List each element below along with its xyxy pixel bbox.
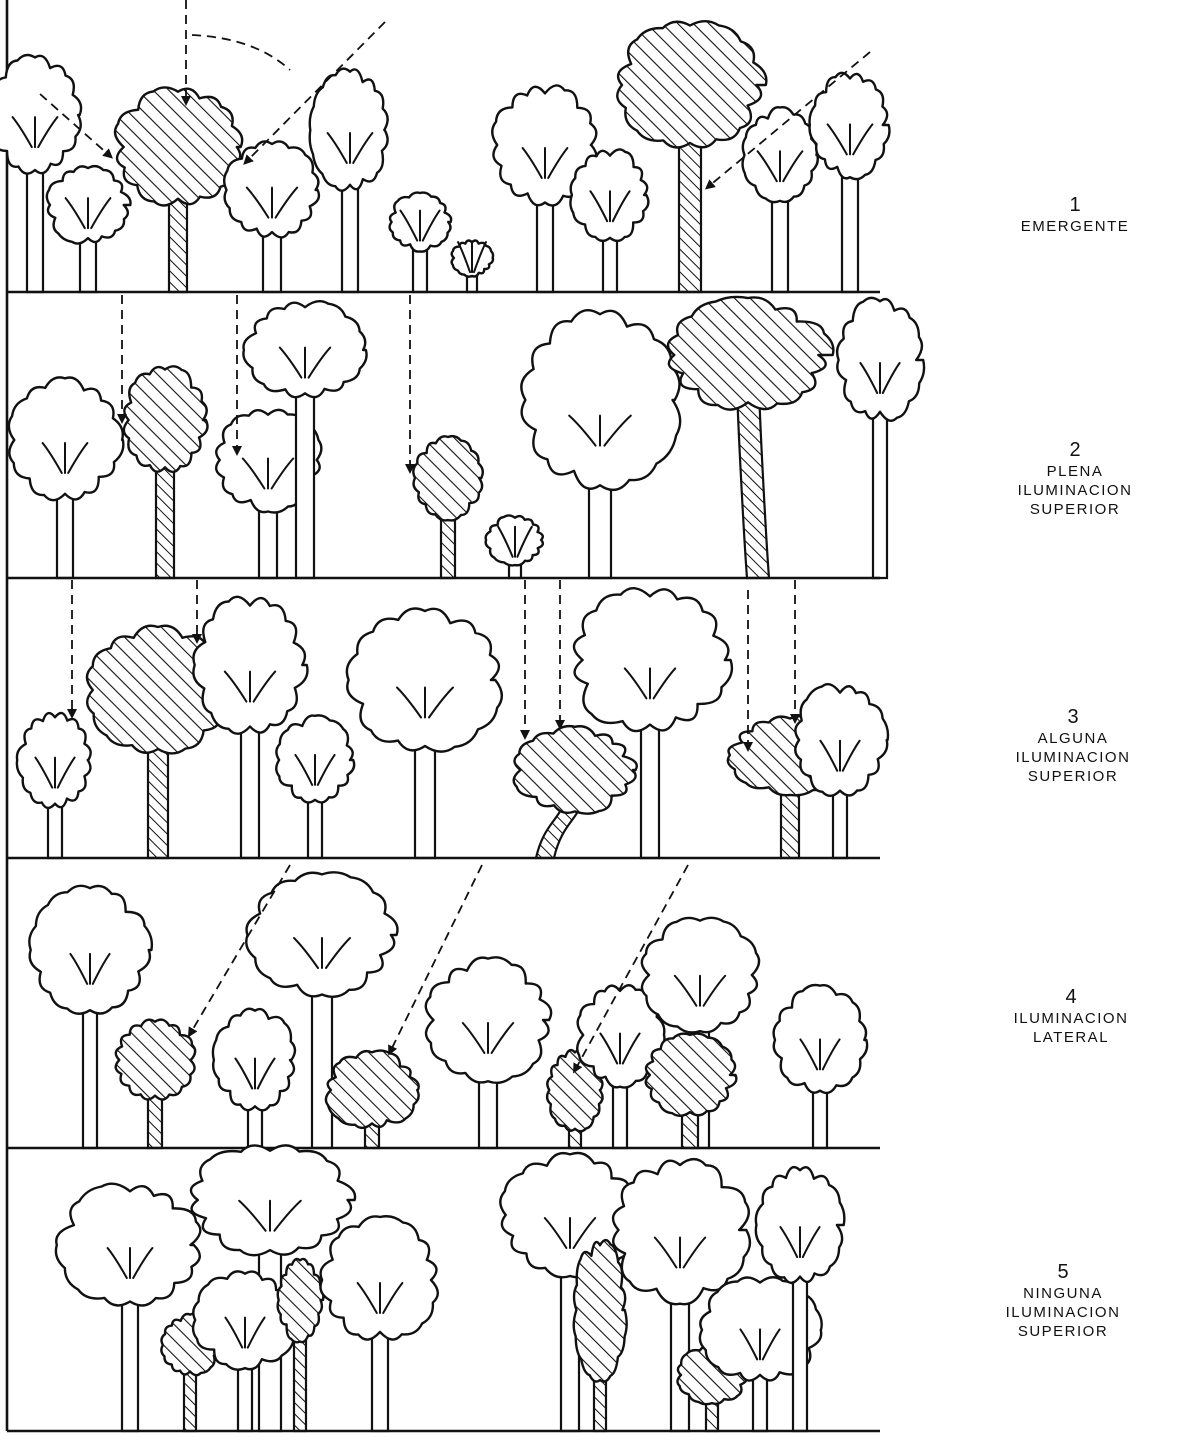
layer-3-line-1: ALGUNA — [998, 729, 1148, 748]
tree-crown — [0, 55, 81, 174]
layer-3-line-2: ILUMINACION — [998, 748, 1148, 767]
tree — [810, 73, 890, 292]
tree-crown — [521, 310, 680, 490]
layer-2-line-3: SUPERIOR — [1000, 500, 1150, 519]
tree — [347, 608, 502, 858]
tree-crown — [246, 872, 397, 997]
tree — [574, 588, 732, 858]
tree-crown — [56, 1184, 200, 1306]
tree-crown — [193, 597, 307, 734]
tree-crown — [426, 957, 551, 1083]
tree — [486, 515, 543, 578]
tree-crown — [9, 377, 124, 500]
tree — [837, 298, 924, 578]
tree — [774, 985, 868, 1148]
layer-2-number: 2 — [1000, 438, 1150, 462]
layer-1-line-1: EMERGENTE — [1000, 217, 1150, 236]
layer-3-line-3: SUPERIOR — [998, 767, 1148, 786]
tree-crown — [574, 588, 732, 731]
tree — [224, 141, 319, 292]
tree — [390, 193, 452, 292]
highlighted-tree-crown — [413, 436, 482, 520]
highlighted-tree-crown — [514, 726, 637, 814]
tree — [668, 297, 833, 578]
tree-crown — [29, 886, 152, 1014]
highlighted-tree-crown — [124, 366, 208, 472]
tree — [276, 715, 354, 858]
highlighted-tree-crown — [326, 1051, 419, 1128]
tree-crown — [347, 608, 502, 751]
layer-2-line-2: ILUMINACION — [1000, 481, 1150, 500]
tree — [743, 107, 818, 292]
stratum-panel-2 — [7, 295, 924, 578]
stratum-panel-5 — [7, 1145, 880, 1431]
tree — [310, 69, 388, 292]
stratum-panel-1 — [0, 0, 889, 292]
tree — [326, 1051, 419, 1148]
tree — [570, 149, 648, 292]
layer-3-number: 3 — [998, 705, 1148, 729]
layer-label-2: 2 PLENA ILUMINACION SUPERIOR — [1000, 438, 1150, 519]
layer-label-5: 5 NINGUNA ILUMINACION SUPERIOR — [988, 1260, 1138, 1341]
tree — [213, 1009, 295, 1148]
layer-5-line-3: SUPERIOR — [988, 1322, 1138, 1341]
tree — [574, 1240, 627, 1431]
stratum-panel-4 — [7, 865, 880, 1148]
layer-2-line-1: PLENA — [1000, 462, 1150, 481]
layer-5-line-1: NINGUNA — [988, 1284, 1138, 1303]
layer-4-line-1: ILUMINACION — [996, 1009, 1146, 1028]
tree-crown — [756, 1167, 845, 1283]
tree-trunk — [296, 372, 314, 578]
tree-crown — [213, 1009, 295, 1111]
tree — [320, 1216, 437, 1431]
layer-4-number: 4 — [996, 985, 1146, 1009]
tree — [116, 1020, 195, 1148]
tree — [514, 726, 637, 858]
tree — [452, 240, 493, 292]
highlighted-tree-crown — [116, 1020, 195, 1100]
tree-crown — [837, 298, 924, 421]
tree-crown — [17, 713, 91, 808]
layer-5-line-2: ILUMINACION — [988, 1303, 1138, 1322]
tree — [29, 886, 152, 1148]
tree — [795, 684, 888, 858]
layer-1-number: 1 — [1000, 193, 1150, 217]
sun-angle-arc — [192, 35, 290, 70]
highlighted-tree-crown — [617, 21, 766, 147]
layer-label-1: 1 EMERGENTE — [1000, 193, 1150, 236]
highlighted-tree-crown — [574, 1240, 627, 1382]
tree — [413, 436, 482, 578]
layer-label-3: 3 ALGUNA ILUMINACION SUPERIOR — [998, 705, 1148, 786]
highlighted-tree-crown — [668, 297, 833, 410]
highlighted-tree-crown — [115, 87, 242, 205]
tree-crown — [191, 1145, 355, 1255]
layer-5-number: 5 — [988, 1260, 1138, 1284]
tree — [646, 1033, 737, 1148]
tree — [17, 713, 91, 858]
tree — [56, 1184, 200, 1431]
tree — [124, 366, 208, 578]
tree — [9, 377, 124, 578]
tree — [115, 87, 242, 292]
tree — [47, 166, 131, 292]
tree — [521, 310, 680, 578]
tree — [426, 957, 551, 1148]
layer-label-4: 4 ILUMINACION LATERAL — [996, 985, 1146, 1047]
tree-crown — [320, 1216, 437, 1339]
stratum-panel-3 — [7, 580, 888, 858]
layer-4-line-2: LATERAL — [996, 1028, 1146, 1047]
